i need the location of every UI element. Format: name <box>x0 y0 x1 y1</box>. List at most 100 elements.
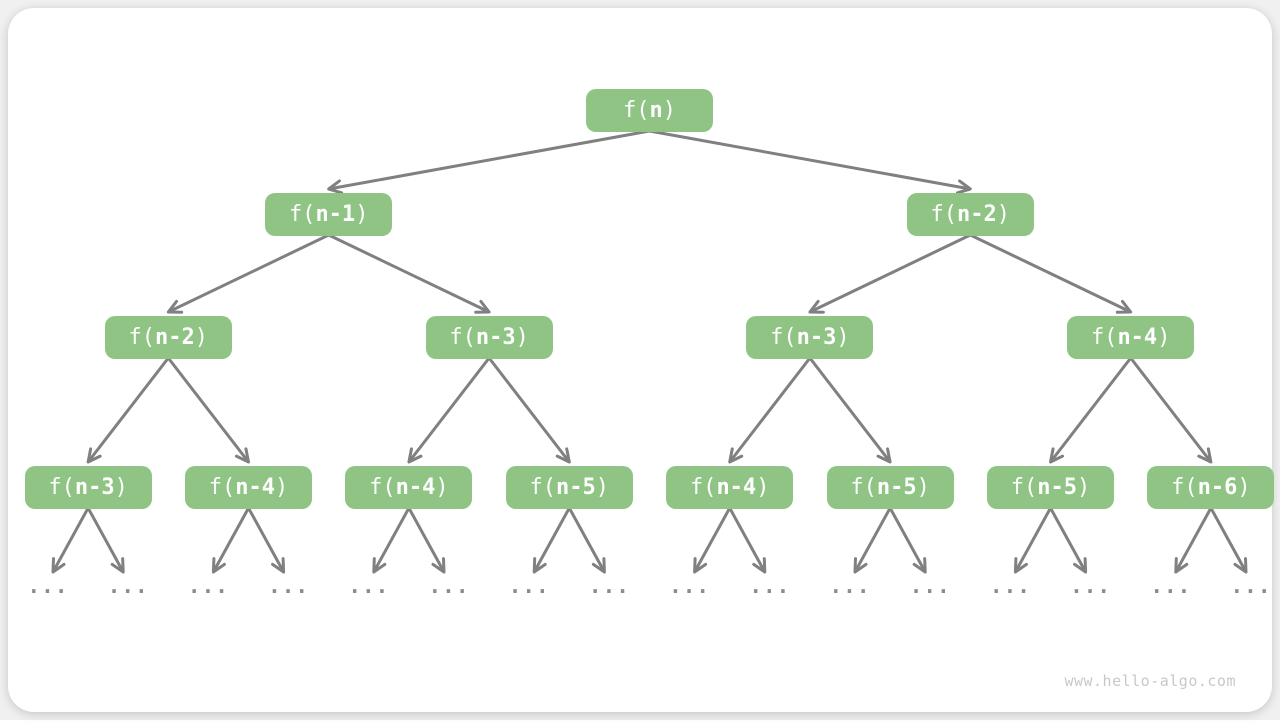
tree-edge <box>1049 507 1088 574</box>
ellipsis-leaf: ... <box>989 574 1031 598</box>
node-label-post: ) <box>756 474 770 500</box>
node-label-post: ) <box>836 324 850 350</box>
tree-edge <box>328 233 491 314</box>
tree-edge <box>969 233 1133 314</box>
node-label-arg: n-2 <box>957 201 997 227</box>
tree-edge <box>487 357 571 464</box>
node-label-post: ) <box>996 201 1011 227</box>
tree-node: f(n-4) <box>185 466 312 509</box>
node-label-arg: n-2 <box>155 324 195 350</box>
node-label-arg: n-1 <box>315 201 356 227</box>
node-label-arg: n-4 <box>1117 324 1158 350</box>
node-label-pre: f( <box>48 474 75 500</box>
tree-edge <box>86 357 170 464</box>
node-label-arg: n-4 <box>716 474 757 500</box>
tree-edge <box>808 357 892 464</box>
node-label-pre: f( <box>449 324 476 350</box>
tree-edge <box>649 129 972 195</box>
node-label-arg: n <box>649 97 663 123</box>
node-label-arg: n-3 <box>796 324 837 350</box>
tree-node: f(n-2) <box>104 316 232 359</box>
tree-node: f(n-5) <box>505 466 633 509</box>
ellipsis-leaf: ... <box>428 574 470 598</box>
tree-node: f(n-6) <box>1147 466 1275 509</box>
ellipsis-leaf: ... <box>909 574 951 598</box>
ellipsis-leaf: ... <box>107 574 149 598</box>
node-label-post: ) <box>114 474 128 500</box>
ellipsis-leaf: ... <box>348 574 390 598</box>
tree-edge <box>693 507 732 574</box>
ellipsis-leaf: ... <box>1150 574 1192 598</box>
ellipsis-leaf: ... <box>588 574 630 598</box>
node-label-pre: f( <box>1171 474 1198 500</box>
node-label-post: ) <box>662 97 676 123</box>
tree-edge <box>86 507 125 574</box>
tree-node: f(n-4) <box>666 466 794 509</box>
tree-edge <box>1209 507 1248 574</box>
tree-edge <box>1013 507 1052 574</box>
tree-edge <box>211 507 250 574</box>
tree-node: f(n-5) <box>987 466 1114 509</box>
tree-node: f(n-4) <box>345 466 473 509</box>
tree-node: f(n-3) <box>746 316 874 359</box>
tree-edge <box>808 233 971 314</box>
diagram-card: f(n)f(n-1)f(n-2)f(n-2)f(n-3)f(n-3)f(n-4)… <box>8 8 1275 712</box>
tree-edge <box>728 507 767 574</box>
node-label-pre: f( <box>1010 474 1038 500</box>
tree-node: f(n-2) <box>906 193 1034 236</box>
node-label-arg: n-6 <box>1197 474 1238 500</box>
tree-edge <box>166 233 330 314</box>
tree-edge <box>247 507 286 574</box>
tree-node: f(n) <box>586 89 713 132</box>
node-label-pre: f( <box>850 474 877 500</box>
node-label-arg: n-3 <box>475 324 516 350</box>
node-label-arg: n-5 <box>556 474 596 500</box>
node-label-arg: n-5 <box>1037 474 1077 500</box>
tree-edge <box>407 357 491 464</box>
node-label-arg: n-4 <box>395 474 436 500</box>
node-label-post: ) <box>435 474 449 500</box>
node-label-pre: f( <box>529 474 557 500</box>
ellipsis-leaf: ... <box>27 574 69 598</box>
tree-node: f(n-3) <box>24 466 152 509</box>
ellipsis-leaf: ... <box>187 574 229 598</box>
node-label-post: ) <box>275 474 289 500</box>
node-label-pre: f( <box>770 324 797 350</box>
node-label-post: ) <box>595 474 610 500</box>
tree-node: f(n-3) <box>425 316 553 359</box>
ellipsis-leaf: ... <box>508 574 550 598</box>
node-label-post: ) <box>916 474 930 500</box>
node-label-arg: n-5 <box>876 474 917 500</box>
tree-edge <box>1049 357 1132 464</box>
tree-edge <box>532 507 571 574</box>
ellipsis-leaf: ... <box>1230 574 1272 598</box>
node-label-post: ) <box>515 324 529 350</box>
tree-edge <box>1174 507 1213 574</box>
ellipsis-leaf: ... <box>669 574 711 598</box>
tree-node: f(n-5) <box>826 466 954 509</box>
tree-edge <box>853 507 892 574</box>
node-label-post: ) <box>1077 474 1091 500</box>
node-label-pre: f( <box>208 474 236 500</box>
tree-edge <box>372 507 411 574</box>
node-label-pre: f( <box>128 324 156 350</box>
node-label-post: ) <box>194 324 209 350</box>
node-label-pre: f( <box>288 201 316 227</box>
ellipsis-leaf: ... <box>829 574 871 598</box>
node-label-post: ) <box>1237 474 1251 500</box>
node-label-pre: f( <box>689 474 717 500</box>
ellipsis-leaf: ... <box>749 574 791 598</box>
node-label-post: ) <box>1157 324 1171 350</box>
tree-edge <box>407 507 446 574</box>
ellipsis-leaf: ... <box>268 574 310 598</box>
node-label-arg: n-3 <box>74 474 115 500</box>
tree-edge <box>728 357 812 464</box>
tree-node: f(n-1) <box>265 193 393 236</box>
watermark: www.hello-algo.com <box>1064 672 1236 690</box>
node-label-pre: f( <box>930 201 958 227</box>
node-label-arg: n-4 <box>235 474 275 500</box>
tree-edge <box>327 129 650 195</box>
node-label-pre: f( <box>1090 324 1118 350</box>
node-label-pre: f( <box>369 474 396 500</box>
